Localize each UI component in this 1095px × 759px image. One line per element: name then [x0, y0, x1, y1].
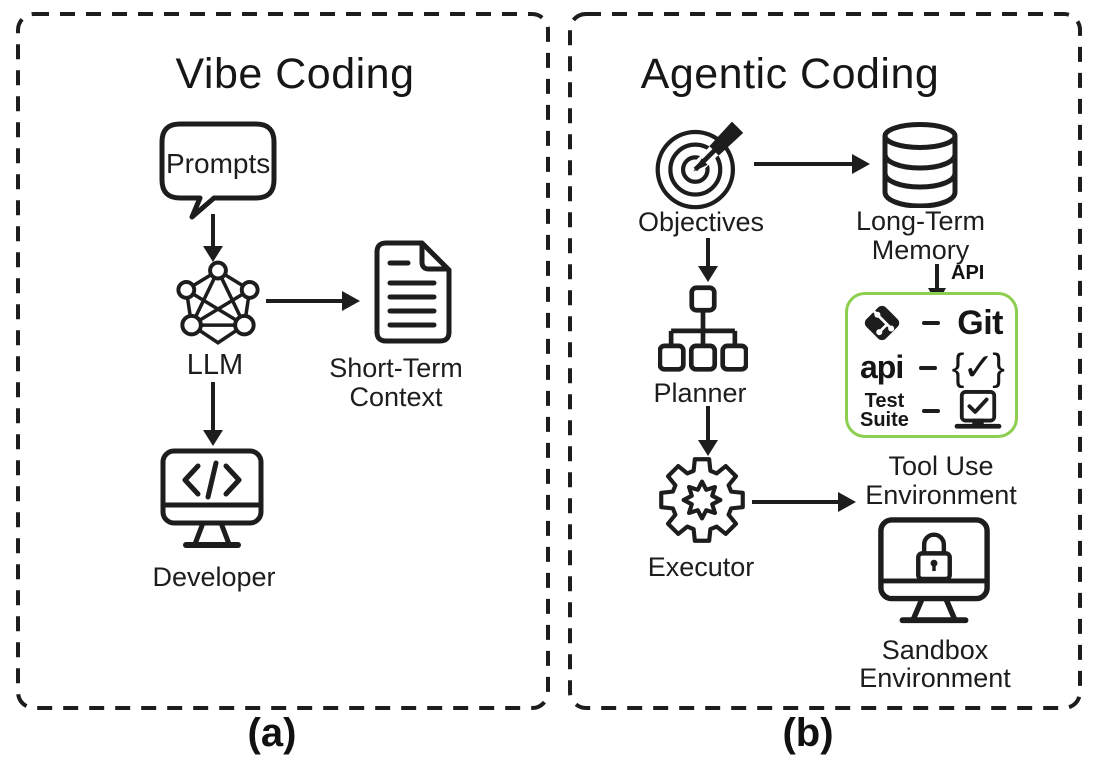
long-term-line1: Long-Term: [855, 206, 986, 236]
arrow-objectives-to-planner: [698, 238, 718, 282]
prompts-label: Prompts: [166, 148, 271, 179]
short-term-line1: Short-Term: [329, 353, 463, 383]
test-suite-line2: Suite: [860, 409, 909, 431]
panel-b-title: Agentic Coding: [640, 50, 940, 98]
sandbox-line1: Sandbox: [881, 635, 989, 665]
executor-gear-icon: [659, 457, 745, 543]
connector-dash: [921, 409, 940, 413]
sandbox-lock-monitor-icon: [878, 517, 990, 624]
braces-check-icon: {✓}: [951, 347, 1005, 389]
panel-a-title: Vibe Coding: [175, 50, 415, 98]
long-term-memory-label: Long-Term Memory: [848, 207, 993, 265]
arrow-planner-to-executor: [698, 406, 718, 456]
connector-dash: [918, 365, 937, 370]
arrow-llm-to-context: [266, 291, 360, 311]
integrations-box: Git api {✓} Test Suite: [845, 292, 1018, 438]
arrow-objectives-to-memory: [754, 154, 870, 174]
integration-row-api: api {✓}: [860, 345, 1005, 390]
llm-label: LLM: [186, 349, 244, 381]
neural-network-icon: [176, 260, 260, 345]
target-icon: [655, 121, 744, 210]
arrow-llm-to-developer: [203, 382, 223, 446]
developer-monitor-icon: [160, 448, 264, 548]
sandbox-line2: Environment: [859, 663, 1011, 693]
executor-label: Executor: [647, 552, 755, 582]
api-arrow-label: API: [951, 262, 985, 284]
panel-b-border: [568, 12, 1082, 710]
git-label: Git: [957, 303, 1003, 342]
short-term-line2: Context: [349, 382, 443, 412]
git-icon: [864, 305, 900, 341]
planner-hierarchy-icon: [658, 285, 748, 372]
laptop-check-icon: [954, 390, 1002, 429]
database-icon: [882, 122, 958, 208]
arrow-executor-to-tool-use: [752, 492, 856, 512]
panel-a-caption: (a): [247, 711, 297, 755]
panel-b-caption: (b): [782, 711, 834, 755]
short-term-context-label: Short-Term Context: [326, 354, 466, 412]
document-icon: [374, 240, 452, 344]
arrow-prompts-to-llm: [203, 214, 223, 262]
api-logo-label: api: [860, 349, 904, 385]
dart-fletching: [709, 121, 744, 156]
test-suite-line1: Test: [864, 390, 905, 412]
test-suite-label: Test Suite: [860, 390, 909, 431]
objectives-label: Objectives: [637, 207, 765, 237]
panel-a-border: [16, 12, 550, 710]
tool-use-line2: Environment: [865, 480, 1017, 510]
integration-row-test-suite: Test Suite: [860, 390, 1003, 432]
connector-dash: [921, 321, 940, 325]
developer-label: Developer: [152, 562, 276, 592]
tool-use-line1: Tool Use: [888, 451, 994, 481]
padlock-icon: [916, 532, 952, 582]
sandbox-environment-label: Sandbox Environment: [855, 636, 1015, 692]
planner-label: Planner: [653, 378, 747, 408]
speech-bubble-icon: [159, 121, 277, 220]
long-term-line2: Memory: [871, 235, 970, 265]
code-glyph: [182, 460, 242, 500]
integration-row-git: Git: [860, 301, 1003, 345]
tool-use-environment-label: Tool Use Environment: [865, 452, 1017, 510]
